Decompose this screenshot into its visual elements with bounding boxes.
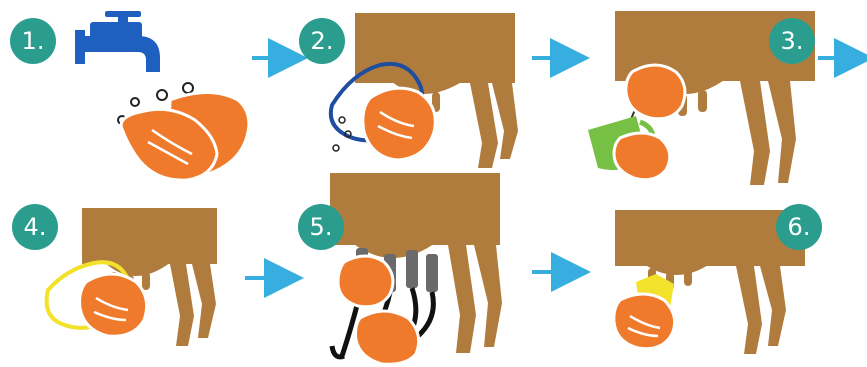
step-number: 6. bbox=[788, 213, 811, 241]
hand-icon bbox=[80, 274, 147, 336]
step-number: 3. bbox=[781, 27, 804, 55]
step-badge-6: 6. bbox=[776, 204, 822, 250]
step-number: 2. bbox=[311, 27, 334, 55]
step-number: 1. bbox=[22, 27, 45, 55]
washing-hands-icon bbox=[121, 93, 249, 181]
hand-icon bbox=[614, 294, 675, 349]
step-badge-4: 4. bbox=[12, 204, 58, 250]
step-badge-1: 1. bbox=[10, 18, 56, 64]
step-number: 5. bbox=[310, 213, 333, 241]
faucet-icon bbox=[75, 11, 160, 72]
hand-icon bbox=[363, 88, 435, 160]
step-badge-5: 5. bbox=[298, 204, 344, 250]
step-badge-3: 3. bbox=[769, 18, 815, 64]
step-number: 4. bbox=[24, 213, 47, 241]
step-badge-2: 2. bbox=[299, 18, 345, 64]
